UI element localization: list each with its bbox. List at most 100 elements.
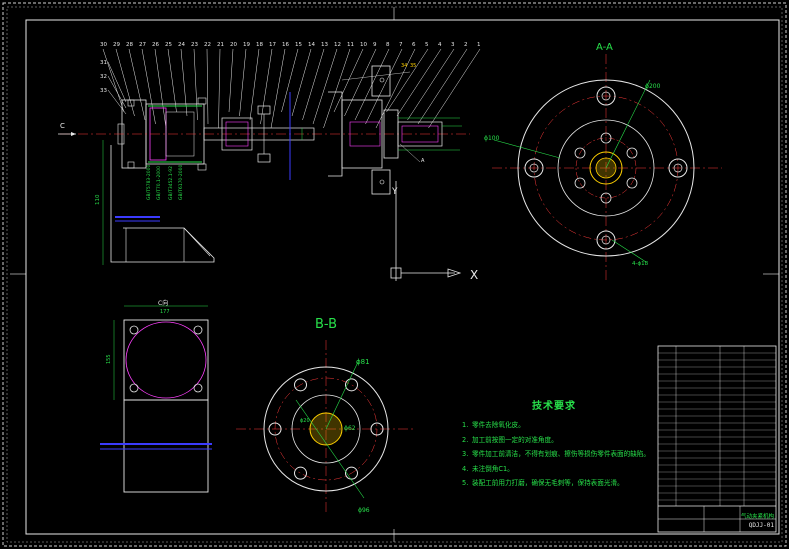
part-number-label: 28 [126,42,133,48]
part-leader-line [386,48,429,113]
bb-bolt-hole [370,422,384,436]
aa-bolt-hole [596,86,616,106]
part-number-label: 12 [334,42,341,48]
bb-bolt-hole [294,466,307,480]
part-number-label: 10 [360,42,367,48]
aa-bolt-hole [524,158,544,178]
part-number-label: 30 [100,42,107,48]
nut-top [257,105,271,115]
bolt-head-1 [127,99,135,107]
c-stand-leg [123,399,209,493]
section-bb-label: B-B [315,317,337,332]
svg-text:GB/T3452.1-92: GB/T3452.1-92 [168,166,174,200]
part-leader-line [167,48,177,113]
c-mount-plate [123,319,209,401]
part-number-label: 14 [308,42,315,48]
aa-bolt-hole-inner [601,235,611,245]
part-leader-line [154,48,167,129]
parts-list-frame [657,345,777,533]
aa-inner-pcd [575,137,637,199]
title-block-text: 气动夹紧机构 QDJJ-01 [658,346,776,532]
tech-req-number: 1. [462,421,469,429]
view-c-arrowhead [71,132,76,136]
view-c: C向 177 155 [100,299,212,493]
part-number-label: 29 [113,42,120,48]
part-leader-line [260,48,273,125]
title-block [657,345,777,533]
aa-small-hole [626,147,638,159]
aa-dim-holes-leader [611,239,647,263]
nut-bottom [257,153,271,163]
tech-req-list: 1.零件去除氧化皮。2.加工前按图一定的对准角度。3.零件加工前清洁，不得有划痕… [462,418,650,491]
axis-x-arrow [447,268,462,278]
part-leader-line [249,48,260,121]
aa-small-hole [626,177,638,189]
bb-mid-circle [291,394,361,464]
part-number-label: 25 [165,42,172,48]
part-leader-line [344,48,377,117]
axis-x-label: X [470,268,478,282]
c-dim-height: 155 [106,354,112,364]
aa-dim-100-leader [493,139,561,159]
tech-req-text: 未注倒角C1。 [472,464,514,473]
c-dim-width: 177 [160,309,170,315]
aa-small-hole [600,132,612,144]
drawing-border [25,19,780,535]
tech-req-text: 零件加工前清洁，不得有划痕、擦伤等损伤零件表面的缺陷。 [472,450,651,458]
aa-small-hole [600,192,612,204]
c-hole-bl [129,383,139,393]
tech-req-text: 加工前按图一定的对准角度。 [472,435,558,444]
part-leader-line [323,48,351,129]
part-number-label: 15 [295,42,302,48]
bb-dim-96: ϕ96 [358,507,370,514]
jaw-bottom [371,169,391,195]
aa-small-hole [574,177,586,189]
section-aa-label: A-A [596,42,613,53]
bb-bolt-hole [345,378,358,392]
part-number-label: 13 [321,42,328,48]
section-bb-view: B-B ϕ81 ϕ62 ϕ20 ϕ96 [236,317,416,515]
tech-req-item: 5.装配工前用力打磨，确保无毛刺等，保持表面光滑。 [462,476,650,491]
part-number-label: 20 [230,42,237,48]
jaw-pin-bottom [379,179,385,185]
tech-req-item: 4.未注倒角C1。 [462,462,650,477]
part-leader-line [193,48,198,121]
part-leader-line [365,48,403,125]
part-number-label: 19 [243,42,250,48]
part-number-label: 22 [204,42,211,48]
bb-bolt-hole [294,378,307,392]
part-34-label: 34 [401,63,407,69]
aa-bolt-hole-inner [601,91,611,101]
part-leader-line [333,48,364,113]
section-aa-view: A-A ϕ200 ϕ100 4-ϕ18 [484,42,722,282]
part-number-label: 3 [451,42,455,48]
svg-text:GB/T70.1-2000: GB/T70.1-2000 [156,166,162,200]
bolt-head-3 [197,97,207,105]
tech-req-item: 3.零件加工前清洁，不得有划痕、擦伤等损伤零件表面的缺陷。 [462,447,650,462]
part-leader-line [302,48,325,121]
part-number-label: 1 [477,42,481,48]
bb-outer-circle [263,366,389,492]
aa-mid-circle [557,119,655,217]
bolt-head-2 [127,161,135,169]
bb-dim-96-leader [295,399,365,499]
jaw-pin-top [379,77,385,83]
aa-outer-circle [517,79,695,257]
view-c-arrow-label: C [60,122,65,130]
part-leader-line [141,48,156,125]
part-number-label: 23 [191,42,198,48]
part-leader-line [180,48,188,117]
tech-req-text: 装配工前用力打磨，确保无毛刺等，保持表面光滑。 [472,479,624,487]
aa-dim-holes: 4-ϕ18 [632,261,649,267]
part-number-label: 6 [412,42,416,48]
aa-bolt-hole [668,158,688,178]
part-leader-line [270,48,286,129]
chuck-nose-bore [401,125,439,143]
part-leader-line [281,48,299,113]
part-number-label: 32 [100,74,107,80]
aa-bolt-hole [596,230,616,250]
part-35-label: 35 [410,63,416,69]
part-number-label: 18 [256,42,263,48]
